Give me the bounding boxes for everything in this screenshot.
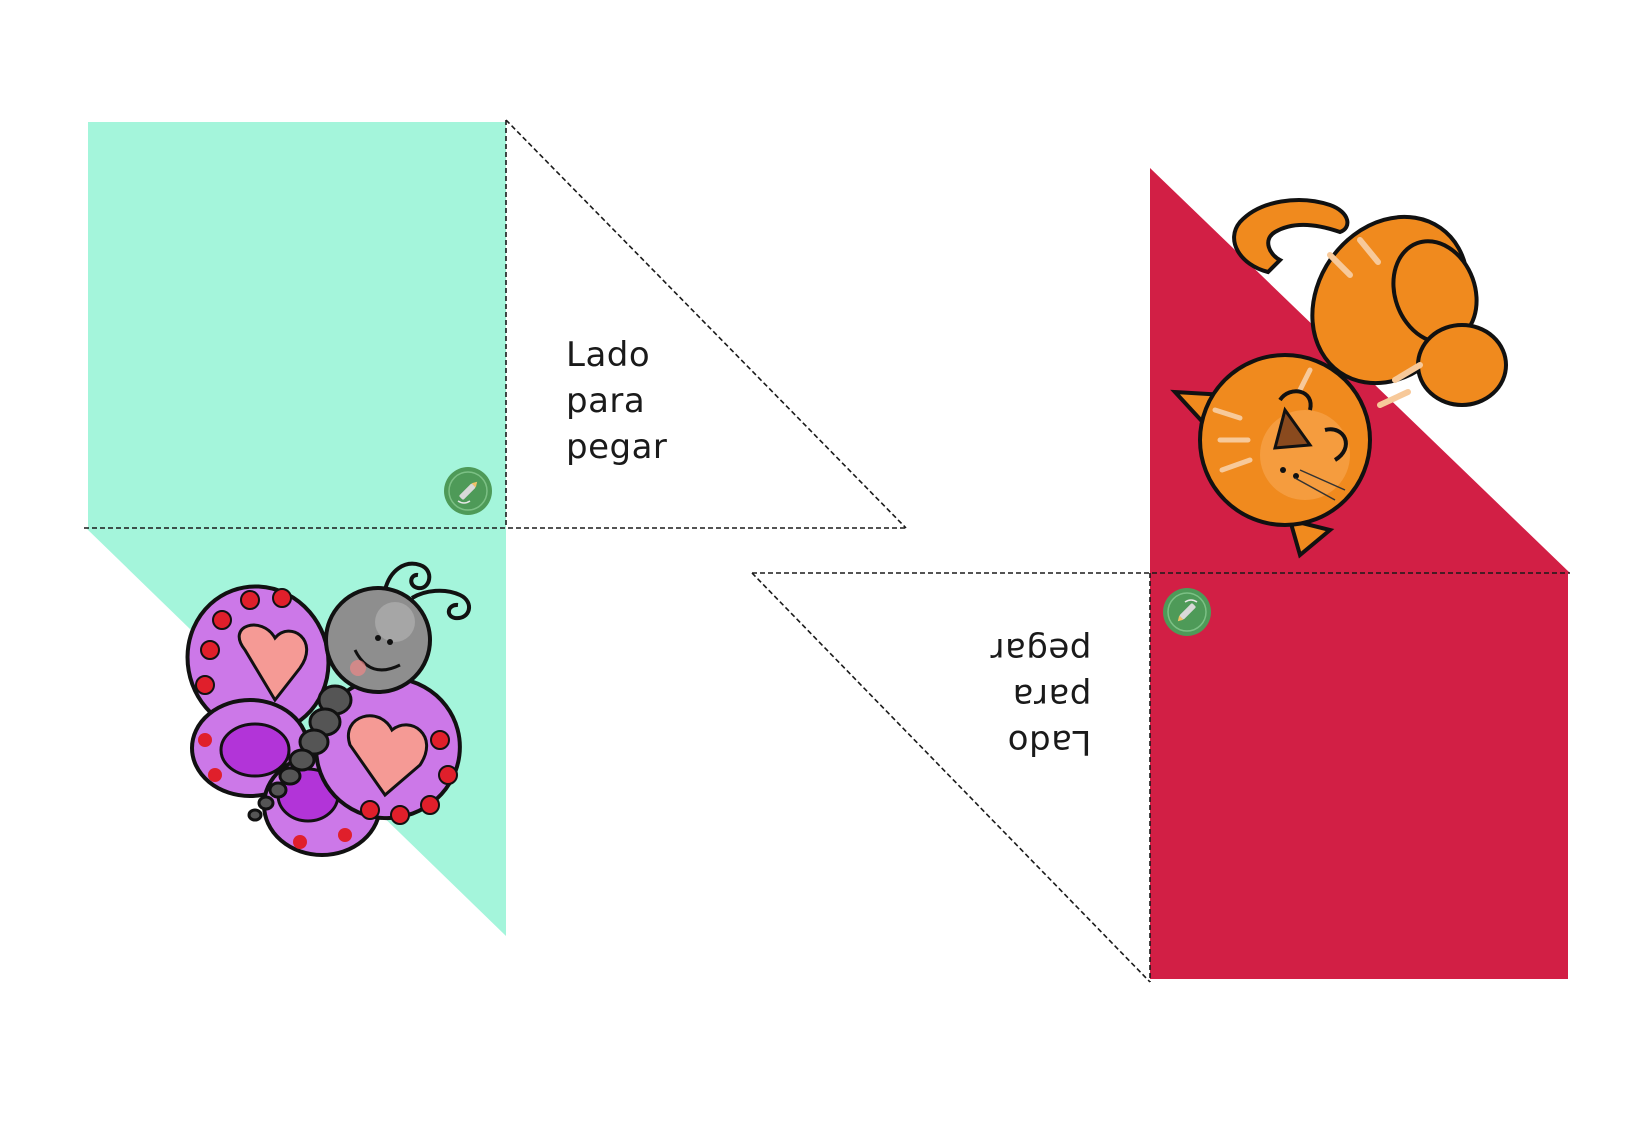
right-craft-piece: [751, 168, 1570, 983]
butterfly-upper-left-wing: [185, 584, 331, 736]
glue-label-line: Lado: [566, 335, 651, 375]
butterfly-illustration: [185, 561, 471, 857]
right-diagonal-cut-line[interactable]: [751, 572, 1151, 983]
butterfly-head: [324, 561, 471, 694]
glue-label-line: para: [566, 381, 646, 421]
butterfly-upper-right-wing: [314, 675, 462, 825]
butterfly-body: [247, 684, 353, 822]
pencil-seal-icon: [1163, 588, 1211, 636]
cat-head: [1170, 353, 1372, 559]
left-diagonal-cut-line[interactable]: [505, 119, 907, 529]
left-glue-label: Lado para pegar: [566, 332, 667, 470]
left-craft-piece: [84, 119, 907, 936]
cat-leg: [1416, 323, 1508, 407]
cat-nose: [1273, 406, 1313, 450]
glue-label-line: para: [1012, 676, 1092, 716]
cat-illustration: [1170, 198, 1508, 559]
left-mint-square: [88, 122, 506, 528]
glue-label-line: Lado: [1007, 722, 1092, 762]
pencil-seal-icon: [444, 467, 492, 515]
glue-label-line: pegar: [566, 427, 668, 467]
glue-label-line: pegar: [990, 630, 1092, 670]
cat-tail: [1232, 198, 1350, 275]
right-crimson-square: [1150, 573, 1568, 979]
right-glue-label-upside-down: Lado para pegar: [990, 627, 1091, 765]
